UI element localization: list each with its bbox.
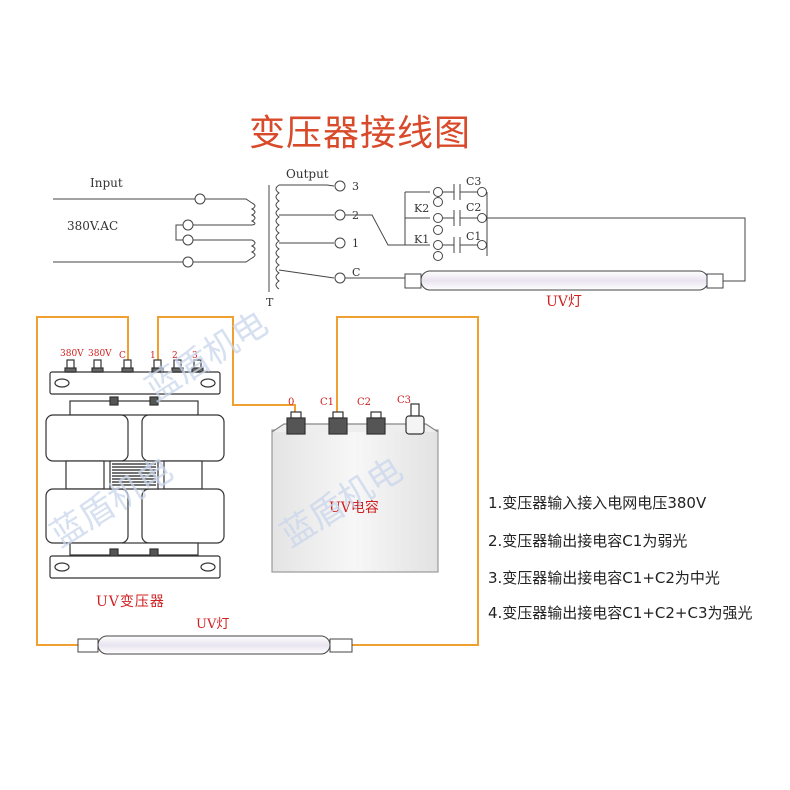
- cap-c1-label: C1: [320, 397, 334, 408]
- k1-contact-a: [433, 240, 443, 250]
- transformer-bottom-plate: [49, 555, 221, 579]
- cap-to-lamp-wire: [487, 217, 746, 282]
- physical-uv-lamp: [77, 635, 353, 655]
- k2-label: K2: [414, 202, 429, 215]
- term-3-label: 3: [192, 351, 198, 361]
- schem-lamp-cap-left: [404, 273, 422, 289]
- mount-hole-bl: [54, 562, 70, 572]
- physical-lamp-label: UV灯: [196, 617, 229, 632]
- input-jumper: [175, 224, 183, 241]
- core-mid-right: [163, 460, 203, 490]
- output-label: Output: [286, 167, 329, 181]
- note-2: 2.变压器输出接电容C1为弱光: [488, 532, 688, 550]
- uv-capacitor: [271, 403, 439, 573]
- schematic: [53, 180, 746, 292]
- k2-contact-b: [433, 225, 443, 235]
- lamp-cap-right: [329, 638, 353, 653]
- note-1: 1.变压器输入接入电网电压380V: [488, 494, 707, 512]
- tap-2-terminal: [334, 209, 346, 221]
- page-title: 变压器接线图: [248, 113, 471, 154]
- input-terminal-1: [194, 193, 206, 205]
- core-center: [109, 460, 159, 490]
- primary-coil-lower: [250, 239, 256, 259]
- tap-c-lead: [278, 269, 335, 279]
- cap-c3-label: C3: [397, 395, 411, 406]
- tap-3-terminal: [334, 180, 346, 192]
- tap-2-label: 2: [352, 209, 359, 222]
- term-380-a-label: 380V: [60, 349, 84, 359]
- winding-upper-left: [45, 414, 129, 462]
- cap-post-c2: [366, 411, 386, 435]
- physical-wiring: [36, 316, 479, 646]
- schem-lamp-label: UV灯: [546, 294, 582, 310]
- c1-label: C1: [466, 230, 481, 243]
- core-lamination: [112, 463, 156, 486]
- capacitor-top: [271, 423, 439, 433]
- primary-lead-bot: [193, 257, 253, 263]
- tap-c-terminal: [334, 272, 346, 284]
- k3-contact-a: [433, 187, 443, 197]
- wire-1-to-cap0: [157, 316, 296, 418]
- term-2-label: 2: [172, 351, 178, 361]
- voltage-label: 380V.AC: [67, 219, 118, 233]
- capacitor-body: [271, 429, 439, 573]
- uv-transformer: [45, 359, 225, 579]
- capacitor-c3-symbol: [443, 184, 478, 200]
- k1-contact-b: [433, 251, 443, 261]
- core-bottom-bar: [69, 542, 199, 556]
- k2-contact-a: [433, 213, 443, 223]
- term-c-label: C: [119, 351, 126, 361]
- term-380-b-label: 380V: [88, 349, 112, 359]
- k3-contact-b: [433, 197, 443, 207]
- term-1-label: 1: [150, 351, 156, 361]
- c2-label: C2: [466, 201, 481, 214]
- c3-label: C3: [466, 175, 481, 188]
- mount-hole-br: [200, 562, 216, 572]
- primary-lead-top: [205, 198, 253, 204]
- note-3: 3.变压器输出接电容C1+C2为中光: [488, 569, 720, 587]
- core-bolt-tl: [109, 396, 119, 406]
- primary-coil-upper: [250, 202, 256, 226]
- transformer-label: UV变压器: [96, 594, 165, 610]
- tap-1-label: 1: [352, 237, 359, 250]
- mount-hole-tr: [200, 378, 216, 388]
- tap-3-label: 3: [352, 180, 359, 193]
- tap-2-to-switch: [345, 214, 405, 246]
- lamp-tube: [97, 635, 331, 655]
- mount-hole-tl: [54, 378, 70, 388]
- lamp-cap-left: [77, 638, 99, 653]
- input-terminal-4: [182, 256, 194, 268]
- secondary-coil: [275, 184, 280, 290]
- input-terminal-2: [182, 219, 194, 231]
- capacitor-c1-symbol: [443, 237, 478, 253]
- input-label: Input: [90, 176, 123, 190]
- tap-c-label: C: [352, 266, 360, 279]
- c2-terminal: [477, 213, 487, 223]
- c3-terminal: [477, 187, 487, 197]
- core-mid-left: [65, 460, 105, 490]
- tap-3-lead: [279, 184, 335, 187]
- capacitor-label: UV电容: [329, 499, 379, 516]
- capacitor-c2-symbol: [443, 210, 478, 226]
- k1-label: K1: [414, 233, 429, 246]
- transformer-top-plate: [49, 371, 221, 395]
- schem-lamp-tube: [420, 270, 709, 291]
- transformer-terminals: [64, 359, 204, 373]
- wire-c1-to-lamp: [336, 316, 479, 646]
- input-terminal-3: [182, 234, 194, 246]
- core-label: T: [266, 296, 274, 309]
- wire-c-to-lamp: [36, 316, 129, 646]
- cap-post-c1: [328, 411, 348, 435]
- tap-1-terminal: [334, 237, 346, 249]
- cap-post-c3: [405, 403, 425, 435]
- cap-post-0: [286, 411, 306, 435]
- schem-lamp-cap-right: [706, 273, 724, 289]
- cap-c2-label: C2: [357, 397, 371, 408]
- note-4: 4.变压器输出接电容C1+C2+C3为强光: [488, 604, 753, 622]
- core-bolt-tr: [149, 396, 159, 406]
- core-top-bar: [69, 400, 199, 416]
- cap-0-label: 0: [288, 397, 294, 408]
